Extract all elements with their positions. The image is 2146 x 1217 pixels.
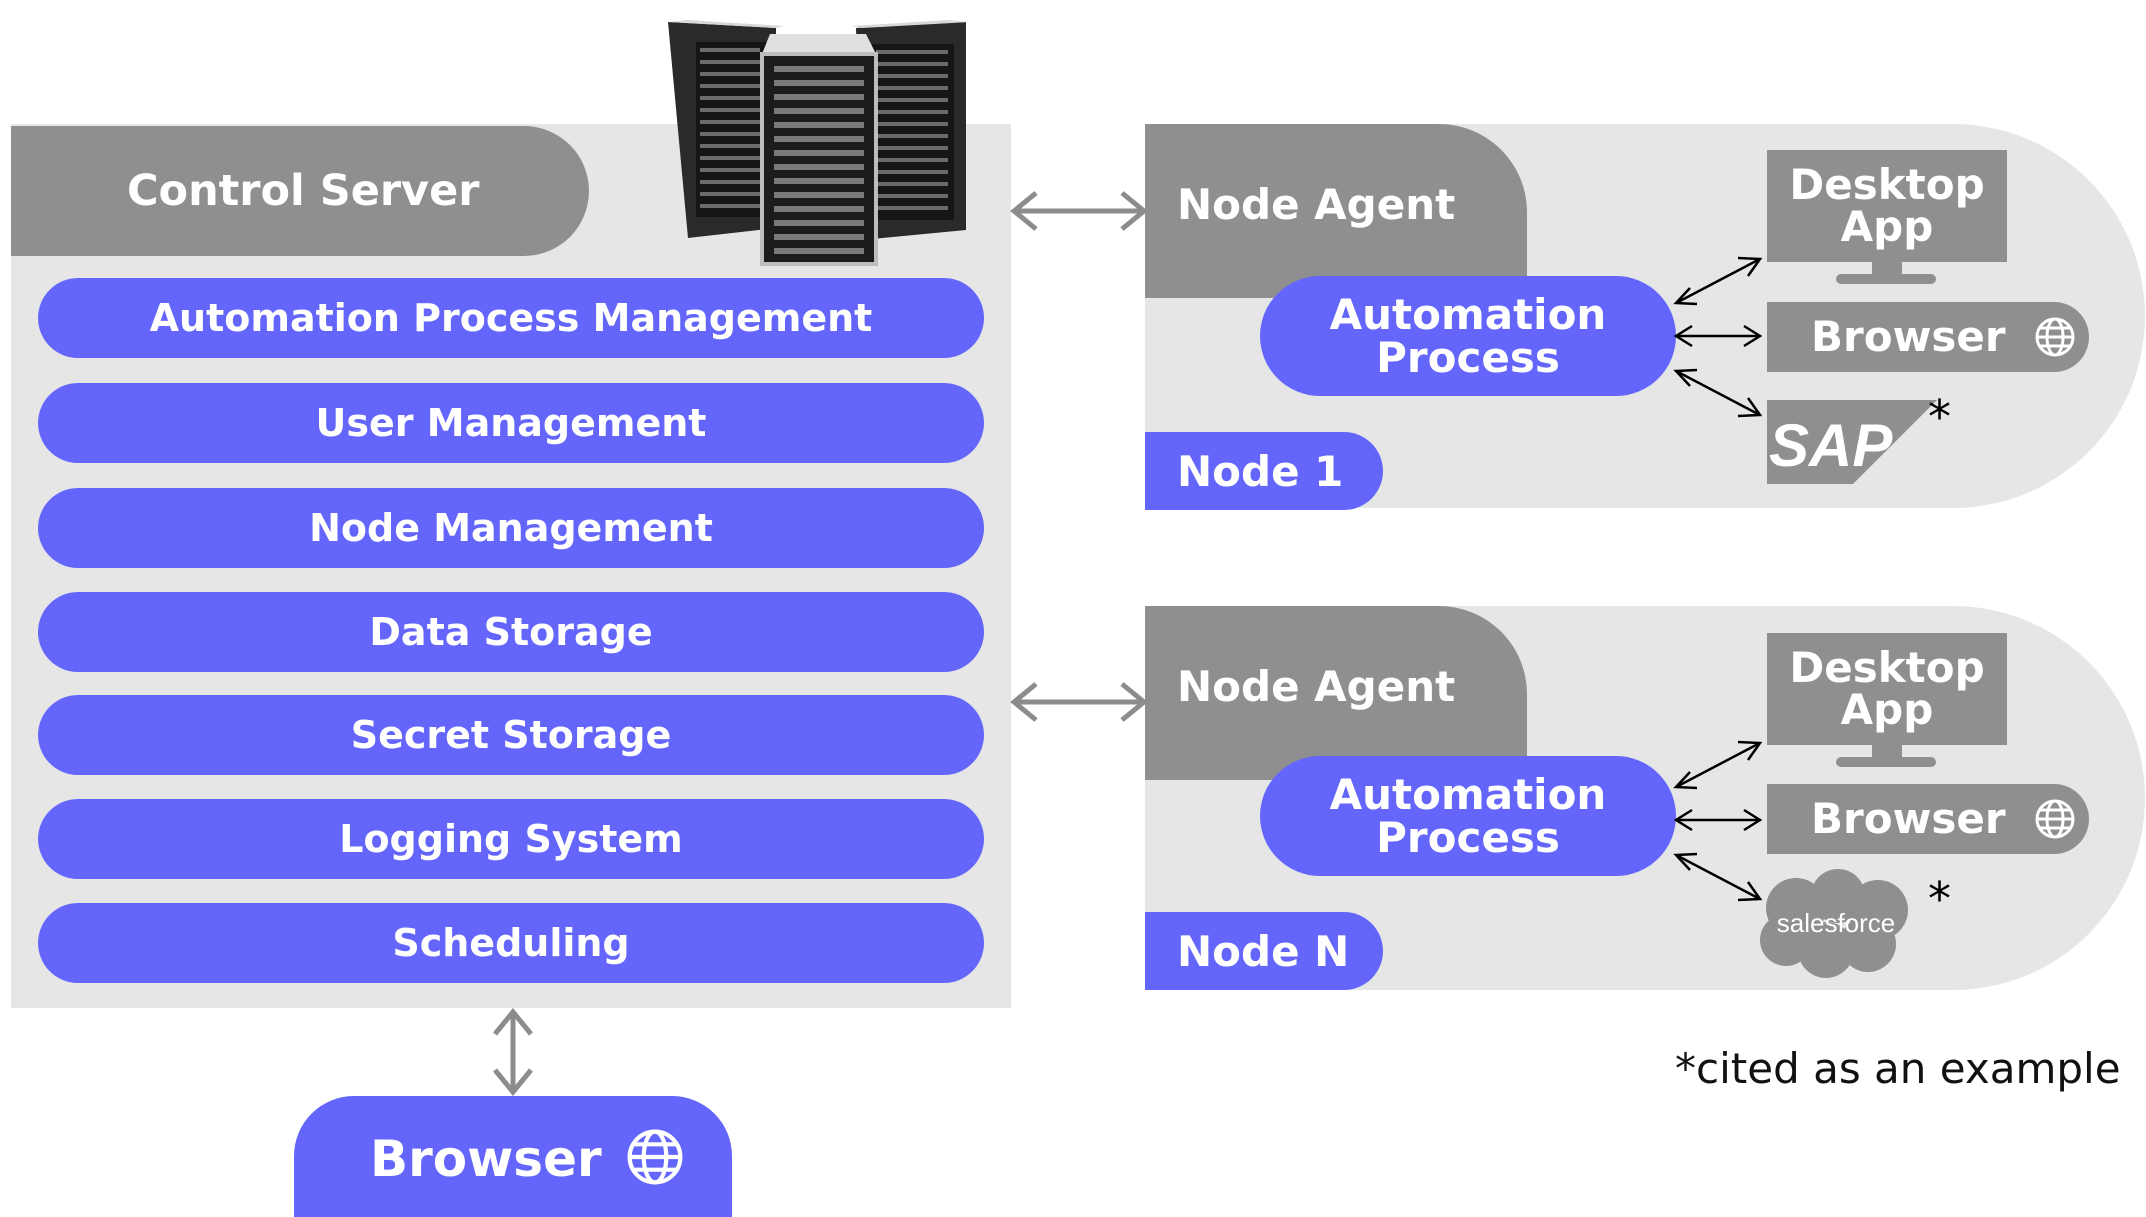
node-1-agent: Node Agent: [1145, 124, 1527, 298]
module-label: Node Management: [309, 506, 713, 550]
module-scheduling: Scheduling: [38, 903, 984, 983]
desktop-line-2: App: [1840, 202, 1934, 251]
node-label-text: Node N: [1177, 926, 1350, 976]
node-agent-label: Node Agent: [1177, 180, 1456, 229]
module-label: Automation Process Management: [149, 296, 873, 340]
footnote: *cited as an example: [1675, 1044, 2121, 1093]
salesforce-logo: salesforce: [1760, 869, 1908, 978]
globe-icon: [2035, 799, 2075, 839]
node-label-text: Node 1: [1177, 446, 1344, 496]
browser-label: Browser: [1811, 312, 2006, 361]
user-browser: Browser: [294, 1096, 732, 1217]
desktop-line-2: App: [1840, 685, 1934, 734]
monitor-base: [1836, 274, 1936, 284]
control-server-title-text: Control Server: [127, 166, 480, 216]
process-line-2: Process: [1376, 813, 1560, 862]
module-user-management: User Management: [38, 383, 984, 463]
module-automation-process-management: Automation Process Management: [38, 278, 984, 358]
process-line-1: Automation: [1329, 290, 1607, 339]
node-n-label: Node N: [1145, 912, 1383, 990]
process-app-arrows: [1673, 256, 1763, 902]
node-1-desktop-app: Desktop App: [1767, 150, 2007, 262]
globe-icon: [2035, 317, 2075, 357]
salesforce-logo-text: salesforce: [1777, 908, 1896, 938]
node-1-label: Node 1: [1145, 432, 1383, 510]
asterisk-mark: *: [1928, 390, 1951, 444]
node-n-automation-process: Automation Process: [1260, 756, 1676, 876]
server-rack-icon: [668, 20, 970, 266]
browser-label: Browser: [1811, 794, 2006, 843]
server-node-arrows: [493, 191, 1148, 1096]
module-label: Scheduling: [392, 921, 630, 965]
monitor-base: [1836, 757, 1936, 767]
sap-logo: SAP: [1767, 400, 1937, 484]
node-n-browser: Browser: [1767, 784, 2089, 854]
module-data-storage: Data Storage: [38, 592, 984, 672]
module-label: User Management: [315, 401, 707, 445]
process-line-2: Process: [1376, 333, 1560, 382]
module-label: Logging System: [339, 817, 683, 861]
desktop-line-1: Desktop: [1789, 160, 1985, 209]
module-secret-storage: Secret Storage: [38, 695, 984, 775]
monitor-stand: [1872, 262, 1902, 274]
module-label: Secret Storage: [350, 713, 672, 757]
browser-label: Browser: [370, 1130, 602, 1188]
module-logging-system: Logging System: [38, 799, 984, 879]
module-label: Data Storage: [369, 610, 653, 654]
node-n-agent: Node Agent: [1145, 606, 1527, 780]
monitor-stand: [1872, 745, 1902, 757]
asterisk-mark: *: [1928, 872, 1951, 926]
node-1-browser: Browser: [1767, 302, 2089, 372]
sap-logo-text: SAP: [1769, 412, 1893, 479]
process-line-1: Automation: [1329, 770, 1607, 819]
desktop-line-1: Desktop: [1789, 643, 1985, 692]
globe-icon: [627, 1129, 683, 1185]
node-agent-label: Node Agent: [1177, 662, 1456, 711]
node-1-automation-process: Automation Process: [1260, 276, 1676, 396]
node-n-desktop-app: Desktop App: [1767, 633, 2007, 745]
module-node-management: Node Management: [38, 488, 984, 568]
control-server-title: Control Server: [11, 126, 589, 256]
